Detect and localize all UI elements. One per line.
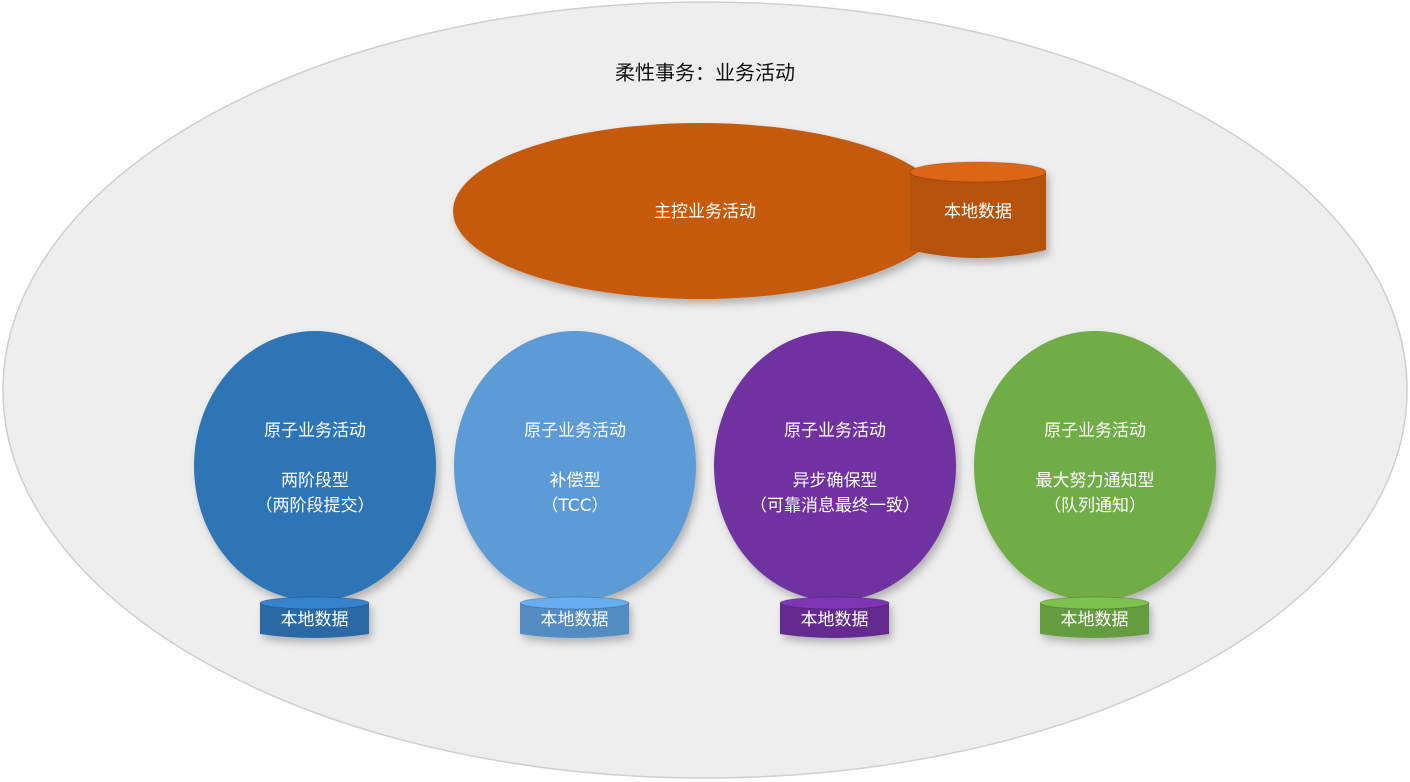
atomic-db-label: 本地数据 (1061, 610, 1129, 630)
atomic-local-db (779, 596, 890, 638)
atomic-activity-ellipse (194, 331, 436, 601)
master-activity-ellipse (453, 123, 947, 299)
master-activity-label: 主控业务活动 (654, 202, 756, 222)
atomic-db-cylinder-body (260, 603, 369, 638)
atomic-activity-label: 原子业务活动 (524, 421, 626, 441)
atomic-db-cylinder-top (259, 596, 370, 610)
atomic-activity-detail: （队列通知） (1044, 496, 1146, 516)
atomic-db-cylinder-body (780, 603, 889, 638)
master-db-cylinder-top (909, 161, 1047, 183)
atomic-activity-ellipse (974, 331, 1216, 601)
atomic-local-db (1039, 596, 1150, 638)
atomic-activity-label: 原子业务活动 (264, 421, 366, 441)
atomic-local-db (259, 596, 370, 638)
atomic-db-label: 本地数据 (541, 610, 609, 630)
diagram-title: 柔性事务：业务活动 (615, 61, 795, 85)
atomic-activity-2 (454, 331, 696, 638)
atomic-db-label: 本地数据 (281, 610, 349, 630)
master-db-cylinder-body (910, 172, 1046, 258)
atomic-activity-label: 原子业务活动 (1044, 421, 1146, 441)
atomic-activity-label: 原子业务活动 (784, 421, 886, 441)
atomic-local-db (519, 596, 630, 638)
atomic-activity-ellipse (714, 331, 956, 601)
atomic-activity-3 (714, 331, 956, 638)
atomic-activity-detail: （两阶段提交） (256, 496, 375, 516)
atomic-db-cylinder-body (520, 603, 629, 638)
atomic-activity-ellipse (454, 331, 696, 601)
atomic-db-label: 本地数据 (801, 610, 869, 630)
atomic-db-cylinder-top (779, 596, 890, 610)
atomic-activity-detail: （可靠消息最终一致） (750, 496, 920, 516)
atomic-activity-type: 补偿型 (550, 471, 601, 491)
atomic-activity-detail: （TCC） (541, 496, 608, 516)
atomic-activity-1 (194, 331, 436, 638)
atomic-db-cylinder-body (1040, 603, 1149, 638)
master-db-label: 本地数据 (944, 202, 1012, 222)
master-activity (453, 123, 1047, 299)
atomic-db-cylinder-top (1039, 596, 1150, 610)
atomic-activity-type: 异步确保型 (793, 471, 878, 491)
atomic-db-cylinder-top (519, 596, 630, 610)
atomic-activity-type: 最大努力通知型 (1036, 471, 1155, 491)
master-local-db (909, 161, 1047, 258)
atomic-activity-type: 两阶段型 (281, 471, 349, 491)
atomic-activity-4 (974, 331, 1216, 638)
